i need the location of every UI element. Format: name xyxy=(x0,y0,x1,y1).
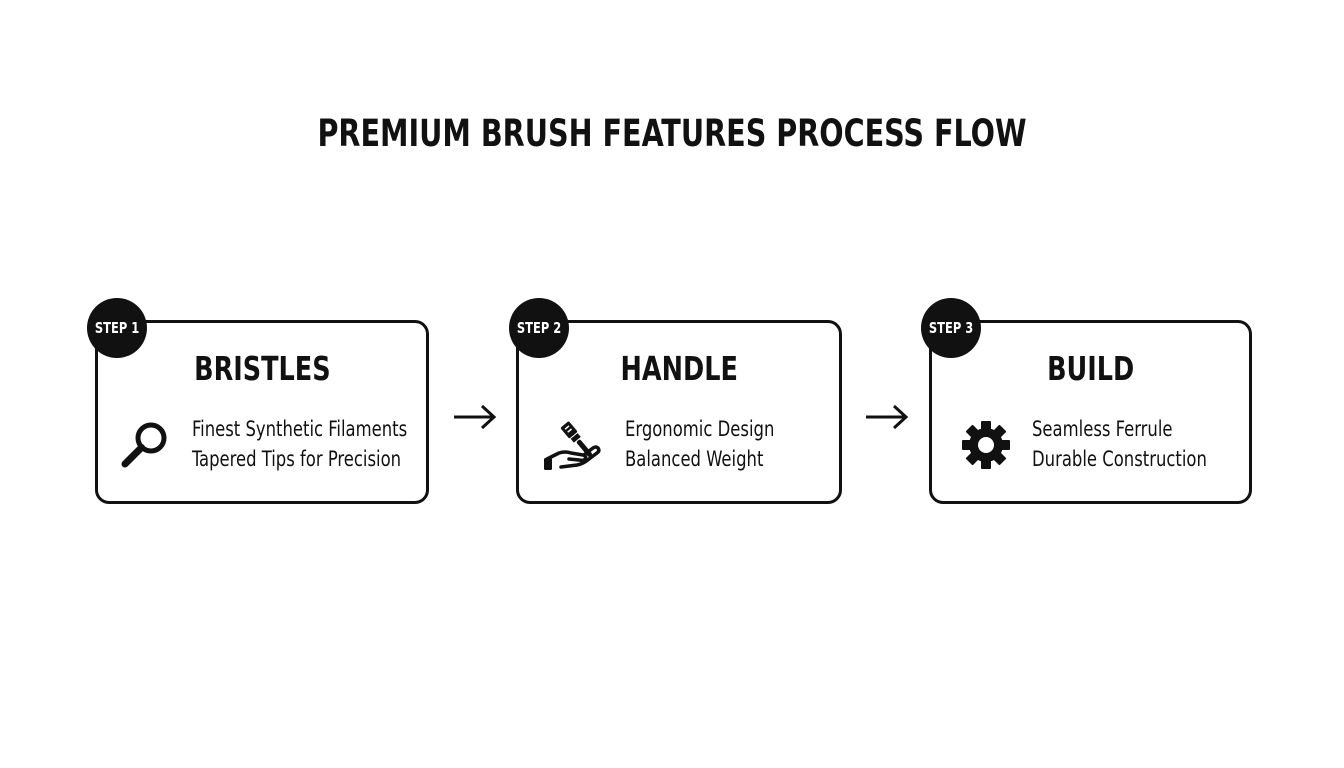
description-line: Durable Construction xyxy=(1032,447,1207,471)
description-line: Seamless Ferrule xyxy=(1032,417,1173,441)
step-description: Ergonomic Design Balanced Weight xyxy=(625,414,797,474)
step-card-build: BUILD Seamless Ferrule Durable Construct… xyxy=(929,320,1252,504)
description-line: Balanced Weight xyxy=(625,447,764,471)
arrow-right-icon xyxy=(866,404,909,430)
arrow-right-icon xyxy=(454,404,497,430)
step-title: BRISTLES xyxy=(193,349,331,388)
step-title: HANDLE xyxy=(620,349,738,388)
step-badge-1: STEP 1 xyxy=(87,298,147,358)
step-description: Seamless Ferrule Durable Construction xyxy=(1032,414,1233,474)
magnifying-glass-icon xyxy=(121,422,167,468)
step-badge-2: STEP 2 xyxy=(509,298,569,358)
step-title: BUILD xyxy=(1046,349,1135,388)
description-line: Ergonomic Design xyxy=(625,417,775,441)
step-badge-3: STEP 3 xyxy=(921,298,981,358)
step-card-bristles: BRISTLES Finest Synthetic Filaments Tape… xyxy=(95,320,429,504)
description-line: Finest Synthetic Filaments xyxy=(192,417,408,441)
step-description: Finest Synthetic Filaments Tapered Tips … xyxy=(192,414,439,474)
description-line: Tapered Tips for Precision xyxy=(192,447,402,471)
hand-holding-brush-icon xyxy=(544,421,601,470)
gear-icon xyxy=(962,421,1010,469)
step-card-handle: HANDLE Ergonomic Design Balanced Weight xyxy=(516,320,842,504)
diagram-title: PREMIUM BRUSH FEATURES PROCESS FLOW xyxy=(317,112,1027,155)
